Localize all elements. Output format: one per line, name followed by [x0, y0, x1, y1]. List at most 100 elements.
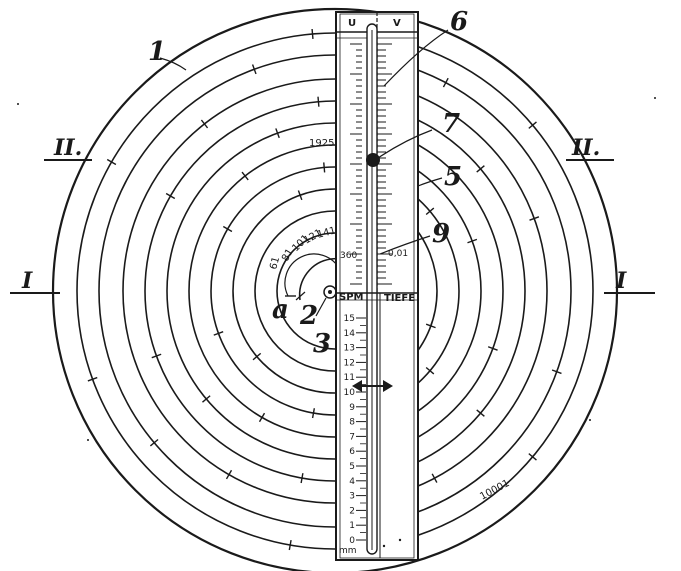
ring-tick: [252, 352, 262, 361]
ring-tick: [251, 64, 257, 75]
leader-lines: [159, 29, 449, 317]
leader-7: [377, 129, 433, 159]
depth-scale-label: 8: [349, 418, 355, 428]
depth-scale-label: 13: [344, 344, 355, 354]
ring-tick: [425, 207, 435, 216]
spiral-arc: [284, 253, 341, 297]
ring-tick: [300, 473, 304, 484]
ring-tick: [297, 190, 303, 201]
spiral-num-1925: 1925: [309, 138, 334, 149]
speck: [654, 97, 656, 99]
lower-right-header: TIEFE: [384, 293, 415, 304]
leader-6: [383, 29, 449, 87]
ring-tick: [258, 412, 266, 423]
label-part-6: 6: [450, 7, 468, 37]
ring-tick: [200, 119, 209, 129]
spiral-num-141: 141: [316, 225, 337, 241]
roman-II-right: II.: [571, 135, 600, 161]
roman-II-left: II.: [53, 135, 82, 161]
label-part-3: 3: [313, 329, 331, 359]
depth-scale-label: 1: [349, 521, 355, 531]
indicator-bulb: [366, 153, 380, 167]
ring-tick: [323, 162, 326, 173]
depth-scale-label: 10: [344, 388, 356, 398]
label-part-2: 2: [299, 301, 318, 331]
mark-dot: [382, 544, 386, 548]
leader-5: [417, 177, 443, 187]
leader-2: [315, 297, 327, 317]
depth-scale-label: 2: [349, 506, 355, 516]
ring-tick: [225, 469, 233, 480]
depth-scale-label: 12: [344, 358, 355, 368]
header-left: U: [348, 18, 356, 29]
label-part-7: 7: [442, 109, 460, 139]
spiral-num-61: 61: [268, 256, 282, 271]
label-part-a: a: [272, 295, 289, 325]
ring-tick: [551, 369, 562, 375]
ring-tick: [213, 331, 224, 336]
depth-scale-label: 9: [349, 403, 355, 413]
ring-tick: [425, 366, 435, 375]
depth-scale-label: 14: [344, 329, 356, 339]
ring-tick: [222, 225, 233, 233]
specks: [17, 97, 656, 441]
depth-scale-label: 0: [349, 536, 355, 546]
outer-ring: [51, 7, 619, 571]
ring-tick: [442, 77, 449, 88]
part-labels: 1 6 7 5 9 a 2 3: [148, 7, 468, 359]
ring-tick: [528, 453, 537, 461]
ring-tick: [529, 216, 540, 221]
ring-tick: [202, 395, 211, 403]
ring-tick: [431, 473, 438, 483]
pivot-dot: [328, 290, 332, 294]
depth-scale-label: 6: [349, 447, 355, 457]
header-right: V: [393, 18, 401, 29]
leader-a: [295, 291, 306, 301]
depth-scale-label: 7: [349, 432, 355, 442]
ring-tick: [87, 376, 98, 382]
ring-tick: [487, 346, 498, 351]
leader-1: [159, 57, 187, 71]
depth-scale-label: 3: [349, 492, 355, 502]
pivot: [323, 285, 337, 299]
roman-I-left: I: [21, 268, 33, 294]
ring-tick: [476, 409, 485, 417]
spiral-num-10001: 10001: [478, 478, 511, 503]
unit-label: mm: [339, 546, 357, 556]
roman-I-right: I: [615, 268, 627, 294]
leader-9: [379, 235, 431, 255]
ring-tick: [317, 96, 320, 107]
speck: [87, 439, 89, 441]
ring-tick: [106, 158, 117, 166]
ring-tick: [149, 438, 159, 447]
label-part-1: 1: [148, 37, 166, 67]
ring-tick: [467, 238, 478, 244]
depth-scale-label: 4: [349, 477, 355, 487]
ring-tick: [311, 408, 316, 419]
ring-tick: [476, 165, 485, 173]
label-part-9: 9: [432, 219, 450, 249]
ring-tick: [311, 28, 314, 40]
spiral-num-001: 0,01: [388, 249, 408, 259]
ring-tick: [151, 353, 162, 359]
spiral-num-360: 360: [340, 251, 357, 261]
ring-tick: [425, 323, 436, 329]
ring-ticks: [87, 28, 562, 551]
double-arrow: [352, 380, 393, 392]
depth-scale-label: 15: [344, 314, 355, 324]
lower-left-header: SPM: [339, 292, 364, 303]
mark-dot: [398, 538, 402, 542]
ring-tick: [528, 121, 537, 129]
label-part-5: 5: [444, 162, 462, 192]
speck: [17, 103, 19, 105]
depth-scale-label: 5: [349, 462, 355, 472]
ring-tick: [241, 171, 249, 181]
ring-tick: [165, 192, 176, 200]
ring-tick: [288, 540, 292, 551]
ring-tick: [275, 128, 280, 139]
upper-scale: [350, 43, 392, 285]
roman-markers: I I II. II.: [10, 135, 655, 294]
